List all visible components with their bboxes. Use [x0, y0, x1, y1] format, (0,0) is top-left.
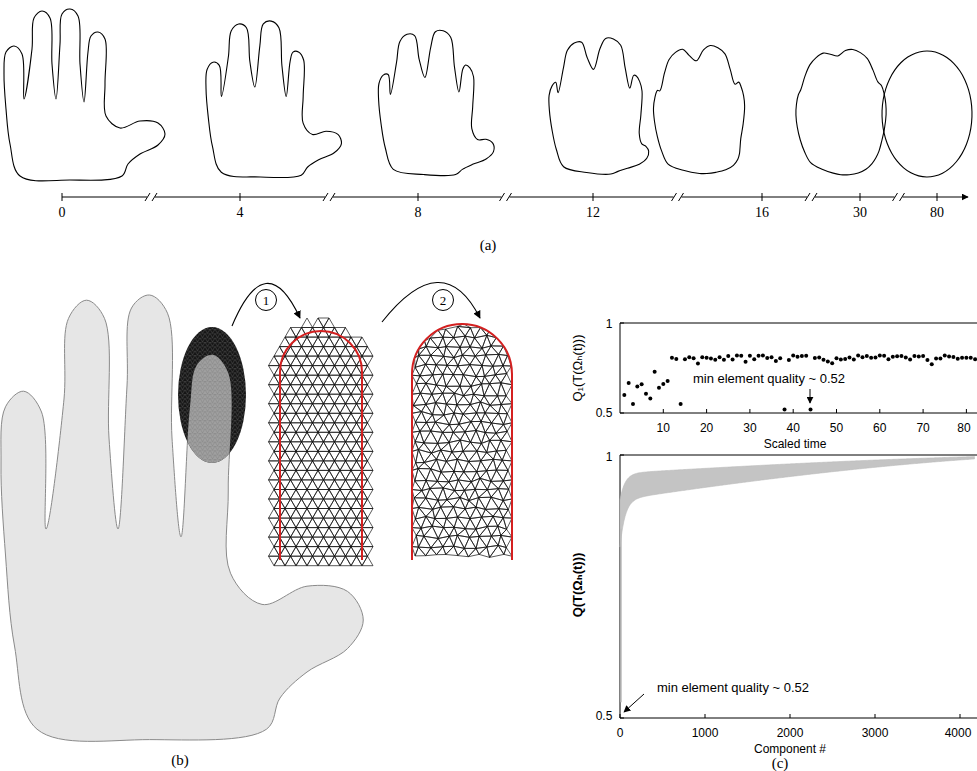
step-number: 1	[263, 294, 270, 307]
domain-outline	[549, 38, 649, 174]
axis-break	[145, 193, 905, 201]
axis-tick-label: 30	[743, 422, 756, 434]
step-arrow	[232, 282, 480, 326]
conforming-mesh	[412, 324, 512, 560]
axis-tick-label: 3000	[862, 727, 889, 739]
time-axis	[62, 193, 968, 201]
domain-outline	[378, 30, 494, 175]
axis-tick-label: 70	[916, 422, 929, 434]
axis-tick-label: 60	[873, 422, 886, 434]
axis-tick-label: 80	[930, 206, 944, 220]
domain-outline	[4, 9, 165, 181]
quality-dots	[622, 353, 977, 411]
axis-title: Q(T(Ωₕ(t)))	[571, 553, 584, 618]
panel-label: (b)	[171, 753, 189, 768]
axis-tick-label: 2000	[777, 727, 804, 739]
domain-outline	[882, 51, 972, 177]
axis-tick-label: 1	[606, 451, 613, 463]
axis-tick-label: 8	[415, 206, 422, 220]
axis-title: Q₁(T(Ωₕ(t)))	[571, 335, 584, 402]
axis-tick-label: 40	[787, 422, 800, 434]
step-number-circle: 2	[432, 289, 454, 311]
axis-title: Component #	[754, 743, 826, 755]
step-number-circle: 1	[255, 289, 277, 311]
domain-outline	[653, 45, 744, 173]
chart-frame	[620, 323, 977, 718]
axis-tick-label: 4	[237, 206, 244, 220]
axis-title: Scaled time	[764, 438, 827, 450]
axis-tick-label: 0	[617, 727, 624, 739]
axis-tick-label: 0	[59, 206, 66, 220]
axis-tick-label: 1	[606, 318, 613, 330]
axis-tick-label: 4000	[945, 727, 972, 739]
axis-tick-label: 1000	[692, 727, 719, 739]
annotation: min element quality ~ 0.52	[693, 372, 845, 385]
shape-sequence	[4, 9, 972, 181]
axis-tick-label: 10	[657, 422, 670, 434]
axis-tick-label: 16	[755, 206, 769, 220]
panel-label: (a)	[480, 238, 497, 253]
axis-tick-label: 50	[830, 422, 843, 434]
axis-tick-label: 12	[586, 206, 600, 220]
axis-tick-label: 80	[957, 422, 970, 434]
domain-outline	[796, 49, 886, 175]
axis-tick-label: 0.5	[596, 407, 613, 419]
panel-label: (c)	[772, 756, 789, 771]
quality-band	[620, 457, 974, 703]
domain-outline	[206, 21, 342, 178]
step-number: 2	[440, 294, 447, 307]
background-mesh	[269, 318, 374, 566]
axis-tick-label: 20	[700, 422, 713, 434]
axis-tick-label: 30	[853, 206, 867, 220]
annotation: min element quality ~ 0.52	[657, 681, 809, 694]
axis-tick-label: 0.5	[596, 710, 613, 722]
axis-ticks	[620, 409, 966, 718]
